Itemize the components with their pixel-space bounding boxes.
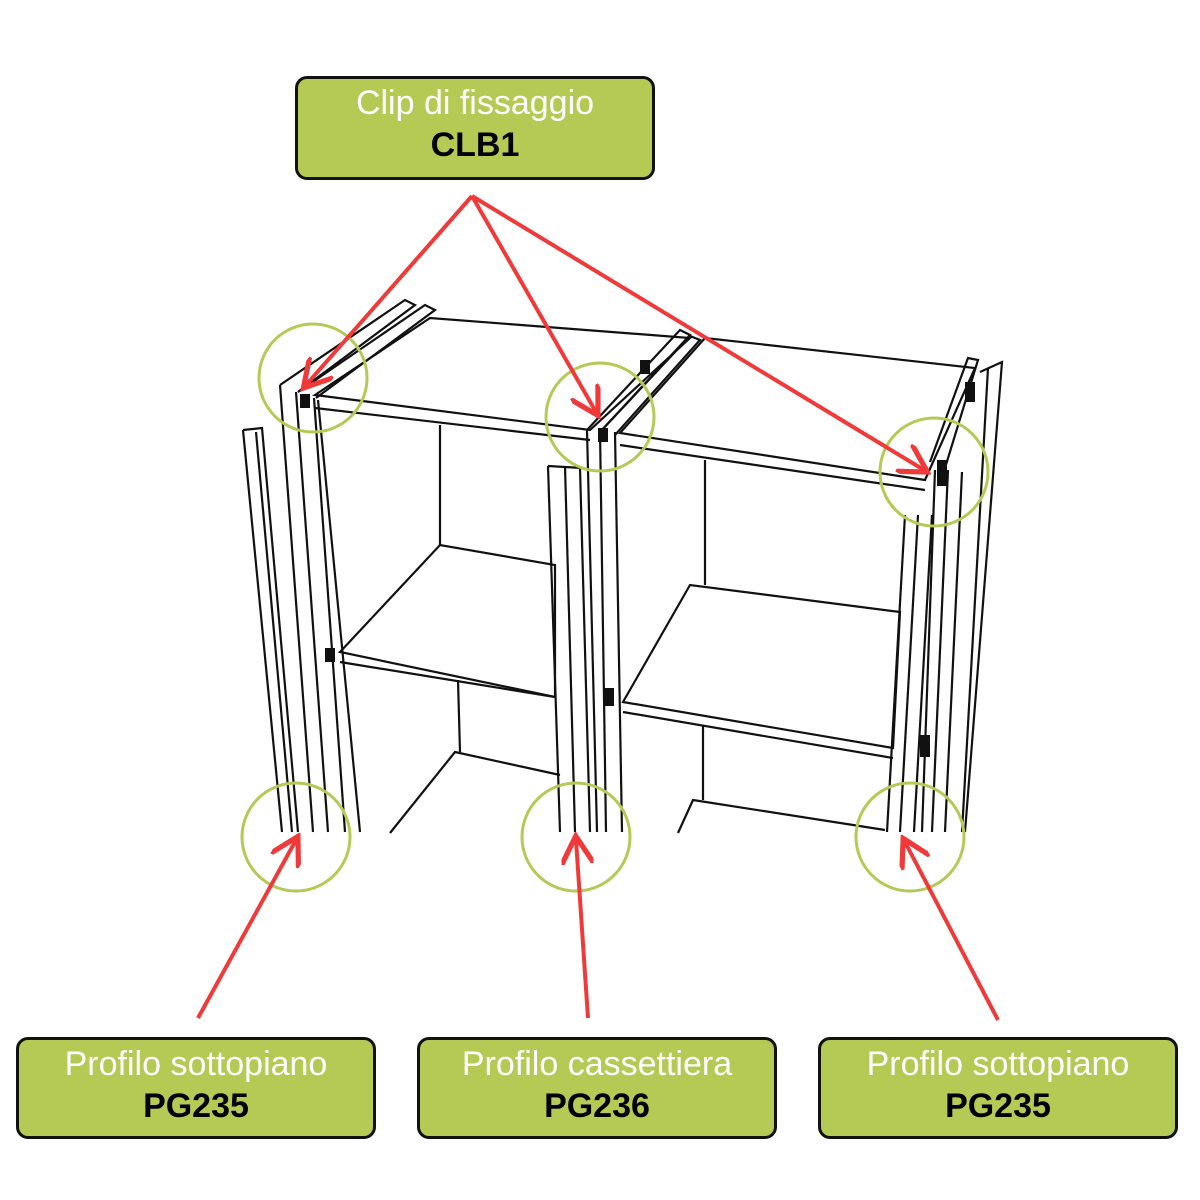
cabinet-lines — [241, 298, 1004, 834]
arrows — [196, 194, 1000, 1021]
clip-icon — [604, 688, 614, 706]
arrow — [470, 194, 924, 470]
label-code: CLB1 — [430, 126, 520, 164]
arrow — [306, 194, 474, 385]
highlight-circle — [544, 361, 656, 473]
clip-icon — [937, 460, 947, 486]
label-title: Profilo sottopiano — [64, 1045, 328, 1083]
clip-icon — [598, 428, 608, 442]
highlight-circles — [240, 322, 990, 893]
label-profilo-sottopiano-left: Profilo sottopiano PG235 — [16, 1037, 376, 1139]
clip-icon — [640, 360, 650, 374]
clip-icon — [300, 394, 310, 408]
label-code: PG235 — [945, 1087, 1051, 1125]
label-profilo-sottopiano-right: Profilo sottopiano PG235 — [818, 1037, 1178, 1139]
arrow — [905, 842, 1000, 1021]
arrow — [470, 195, 596, 412]
highlight-circle — [240, 781, 352, 893]
label-title: Clip di fissaggio — [355, 84, 595, 122]
label-code: PG235 — [143, 1087, 249, 1125]
label-title: Profilo cassettiera — [461, 1045, 733, 1083]
arrow — [196, 840, 296, 1019]
highlight-circle — [520, 781, 632, 893]
label-title: Profilo sottopiano — [866, 1045, 1130, 1083]
clip-icon — [325, 648, 335, 662]
highlight-circle — [257, 322, 369, 434]
clip-icon — [965, 382, 975, 402]
arrow — [576, 840, 588, 1019]
clip-icon — [920, 735, 930, 757]
label-code: PG236 — [544, 1087, 650, 1125]
label-profilo-cassettiera: Profilo cassettiera PG236 — [417, 1037, 777, 1139]
highlight-circle — [878, 416, 990, 528]
clips — [300, 360, 975, 757]
highlight-circle — [854, 781, 966, 893]
label-clip-fissaggio: Clip di fissaggio CLB1 — [295, 76, 655, 180]
